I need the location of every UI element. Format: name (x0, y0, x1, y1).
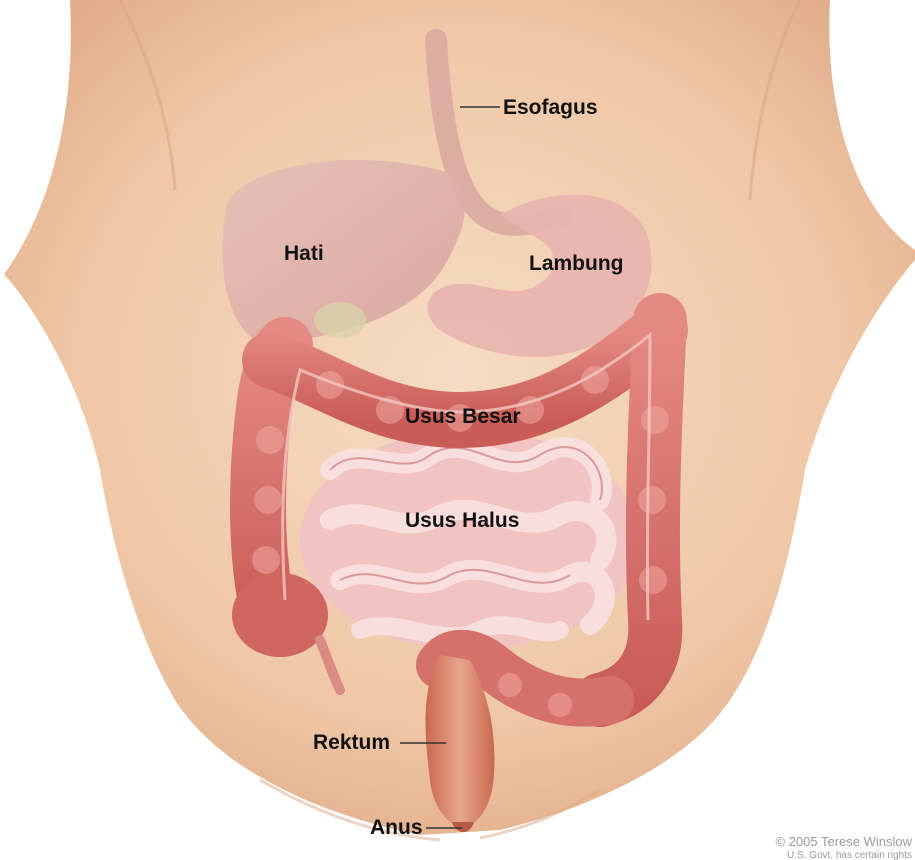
stomach-label: Lambung (529, 252, 624, 275)
small-intestine-label: Usus Halus (405, 509, 519, 532)
rectum-label: Rektum (313, 731, 390, 754)
liver-label: Hati (284, 242, 324, 265)
large-intestine-label: Usus Besar (405, 405, 521, 428)
esophagus-label: Esofagus (503, 96, 598, 119)
copyright-line: © 2005 Terese Winslow (775, 834, 912, 849)
small-intestine (300, 430, 640, 650)
rights-line: U.S. Govt. has certain rights (787, 850, 912, 860)
gallbladder (314, 302, 366, 338)
anus-label: Anus (370, 816, 423, 839)
